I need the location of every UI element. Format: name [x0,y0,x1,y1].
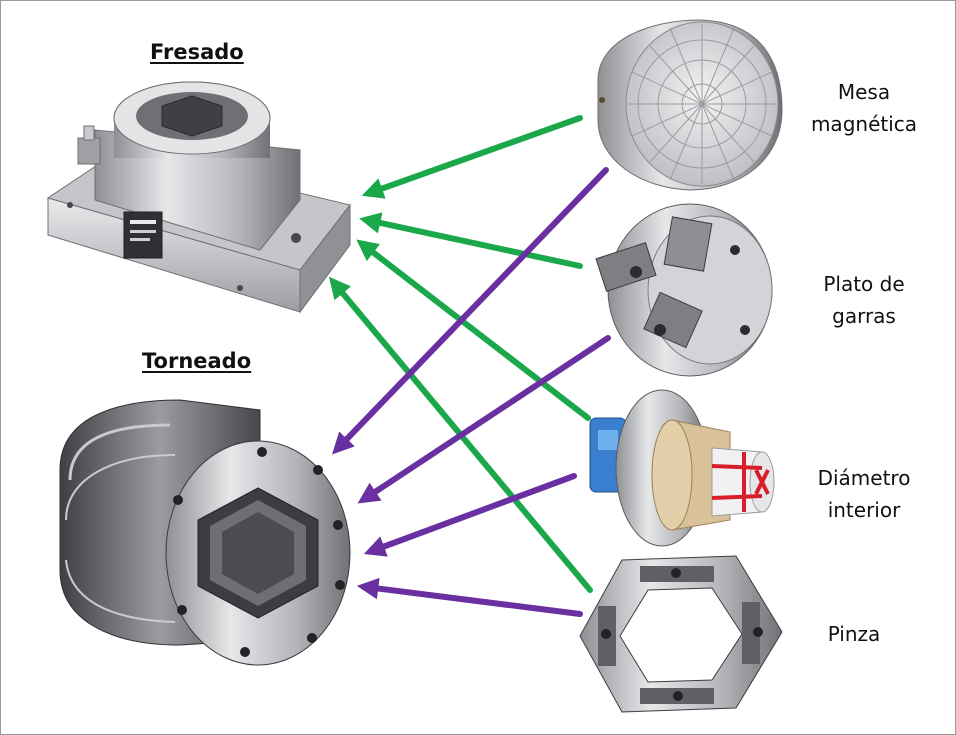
label-jaw-chuck-line1: Plato de [823,272,905,296]
milling-arrows [328,115,593,593]
arrow-jaw-chuck-to-turning [357,335,611,504]
label-magnetic-table: Mesa magnética [784,76,944,140]
arrow-jaw-chuck-to-milling [359,212,583,269]
arrow-internal-diameter-to-milling [356,239,591,421]
internal-diameter-adapter-image [589,389,775,547]
label-magnetic-table-line2: magnética [810,112,918,136]
turning-arrows [332,167,611,617]
turning-heading: Torneado [142,349,252,373]
jaw-chuck-image [595,203,773,377]
arrow-collet-to-milling [328,276,593,593]
arrow-magnetic-table-to-milling [361,115,583,199]
label-collet: Pinza [774,618,934,650]
collet-image [579,555,783,713]
label-magnetic-table-line1: Mesa [837,80,891,104]
label-jaw-chuck: Plato de garras [784,268,944,332]
label-internal-diameter: Diámetro interior [784,462,944,526]
milling-heading: Fresado [150,40,244,64]
label-collet-line1: Pinza [827,622,881,646]
label-jaw-chuck-line2: garras [832,304,896,328]
arrow-internal-diameter-to-turning [363,473,577,557]
arrow-magnetic-table-to-turning [332,167,609,455]
label-internal-diameter-line1: Diámetro [817,466,911,490]
label-internal-diameter-line2: interior [827,498,901,522]
milling-fixture-image [46,81,351,314]
magnetic-table-image [597,19,783,191]
turning-chuck-image [59,399,351,666]
arrow-collet-to-turning [356,577,583,617]
